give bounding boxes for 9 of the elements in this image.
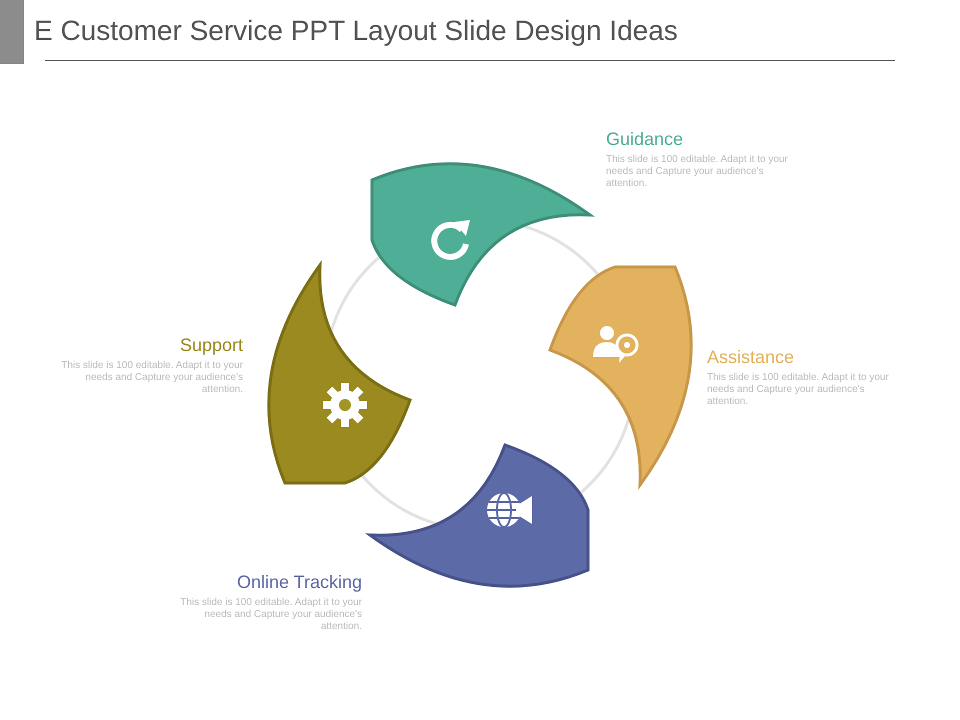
slide-title: E Customer Service PPT Layout Slide Design Ideas — [34, 15, 678, 47]
description-text: This slide is 100 editable. Adapt it to your needs and Capture your audience's attention. — [60, 360, 243, 396]
heading: Online Tracking — [236, 571, 362, 593]
heading: Support — [178, 334, 243, 356]
description-text: This slide is 100 editable. Adapt it to your needs and Capture your audience's attention. — [707, 372, 890, 408]
heading: Assistance — [707, 346, 796, 368]
description-text: This slide is 100 editable. Adapt it to your needs and Capture your audience's attention. — [179, 597, 362, 633]
description-text: This slide is 100 editable. Adapt it to your needs and Capture your audience's attention. — [606, 154, 789, 190]
heading: Guidance — [606, 128, 684, 150]
